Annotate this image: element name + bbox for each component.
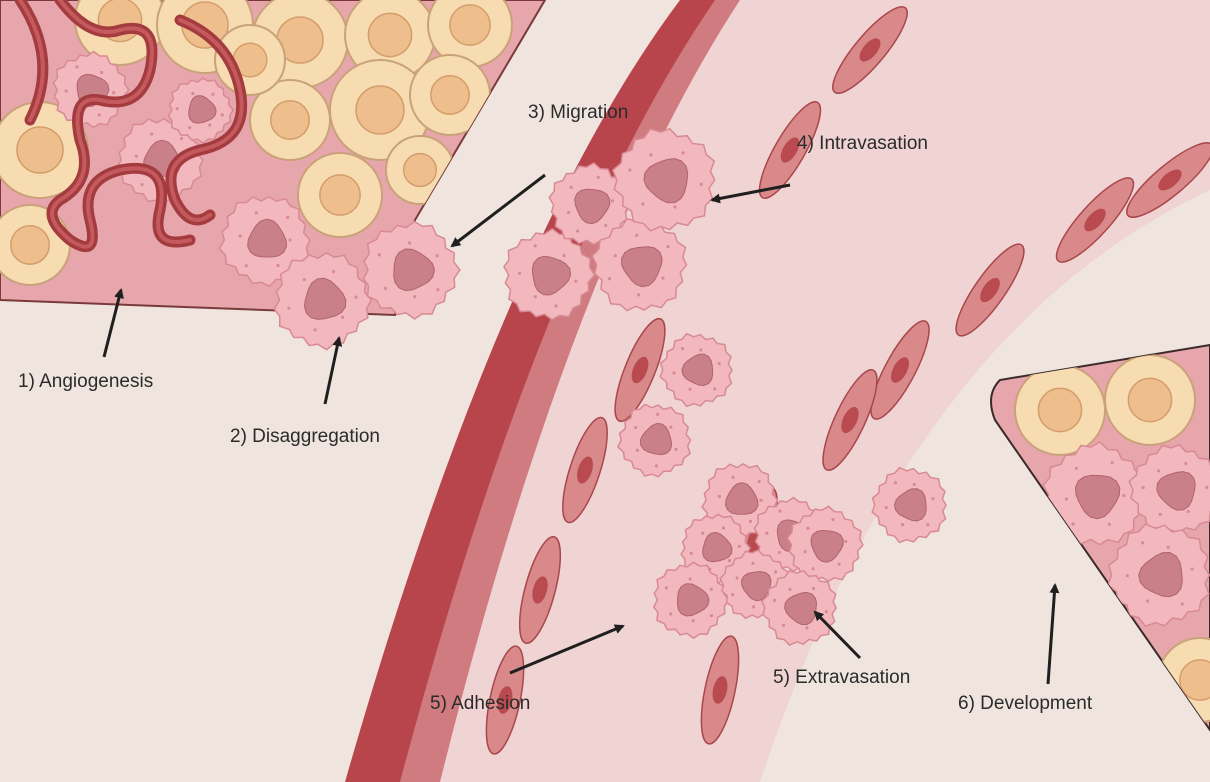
tissue-cell bbox=[1105, 355, 1195, 445]
label-development: 6) Development bbox=[958, 694, 1092, 713]
tissue-cell bbox=[0, 205, 70, 285]
label-extravasation: 5) Extravasation bbox=[773, 668, 910, 687]
label-disaggregation: 2) Disaggregation bbox=[230, 427, 380, 446]
label-intravasation: 4) Intravasation bbox=[797, 134, 928, 153]
label-adhesion: 5) Adhesion bbox=[430, 694, 530, 713]
label-angiogenesis: 1) Angiogenesis bbox=[18, 372, 153, 391]
tissue-cell bbox=[298, 153, 382, 237]
label-migration: 3) Migration bbox=[528, 103, 628, 122]
tissue-cell bbox=[1015, 365, 1105, 455]
